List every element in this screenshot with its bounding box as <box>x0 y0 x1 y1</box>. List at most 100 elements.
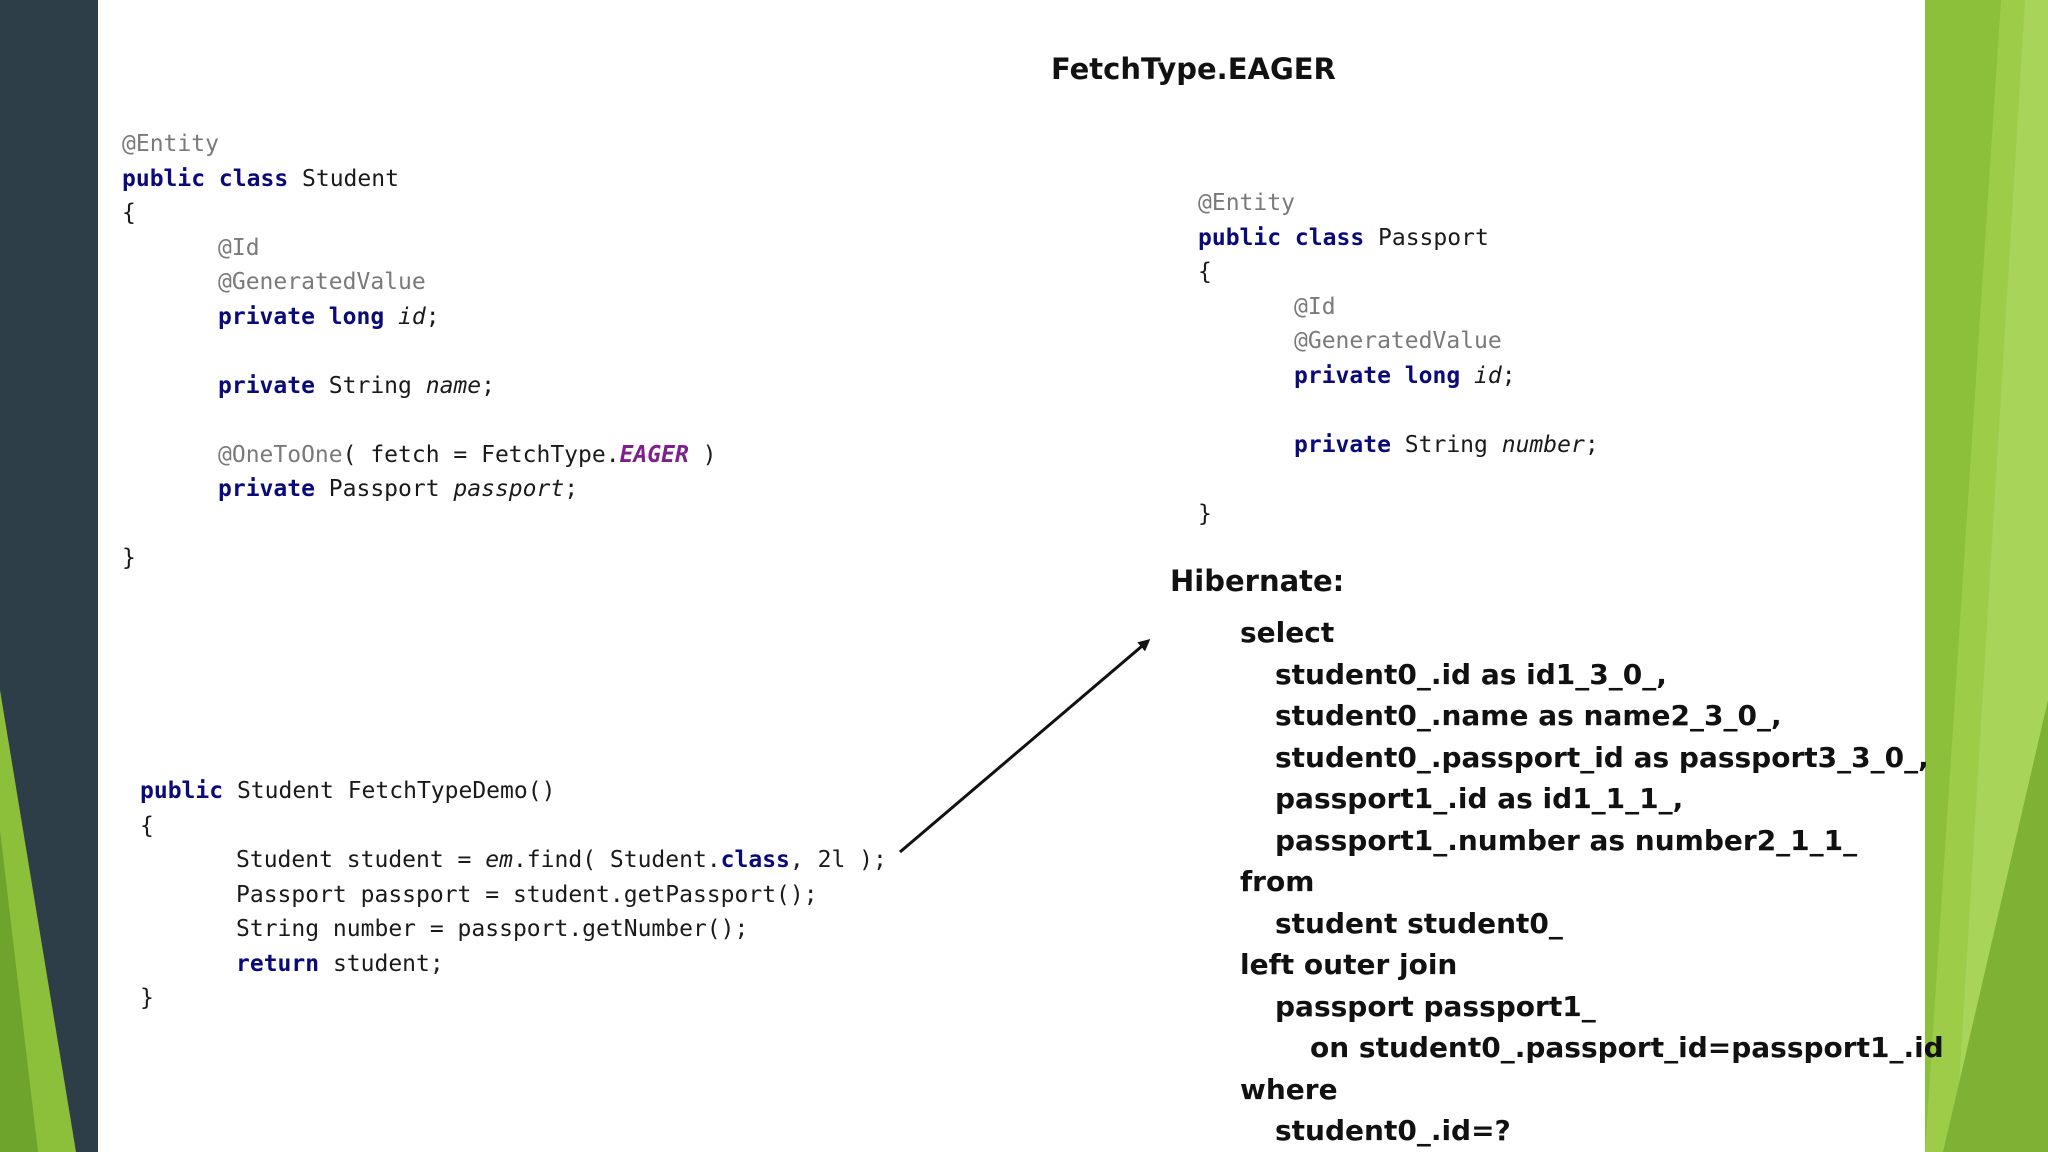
code-token-ann: @Id <box>218 234 260 261</box>
code-token-plain: } <box>122 545 136 571</box>
code-token-plain: { <box>1198 259 1212 285</box>
code-token-var: name <box>425 372 482 399</box>
code-token-kw: private long <box>218 303 399 330</box>
sql-line: passport1_.id as id1_1_1_, <box>1275 782 1684 815</box>
code-line: return student; <box>140 947 887 982</box>
code-token-var: id <box>1474 362 1502 389</box>
code-token-kw: public <box>140 778 237 804</box>
sql-line: student0_.id=? <box>1275 1114 1511 1147</box>
code-token-var: number <box>1501 431 1585 458</box>
code-line: } <box>1198 497 1599 532</box>
code-line: @Id <box>122 231 717 266</box>
code-token-ann: @Entity <box>122 131 219 157</box>
code-token-plain: ; <box>1501 362 1516 389</box>
code-token-plain: { <box>122 200 136 226</box>
code-line: { <box>140 809 887 844</box>
code-line: private String name; <box>122 369 717 404</box>
code-line: { <box>1198 255 1599 290</box>
code-line: @Id <box>1198 290 1599 325</box>
code-line <box>122 403 717 438</box>
code-token-plain: ; <box>425 303 440 330</box>
code-token-plain: { <box>140 812 154 839</box>
code-token-plain: student; <box>332 950 444 977</box>
code-token-plain: Student <box>302 165 399 192</box>
sql-line: passport1_.number as number2_1_1_ <box>1275 823 1858 857</box>
code-line: @Entity <box>1198 186 1599 221</box>
code-token-plain: String <box>328 372 426 399</box>
sql-line: select <box>1240 616 1335 649</box>
code-line: public class Student <box>122 162 717 197</box>
sql-line: passport passport1_ <box>1275 989 1596 1023</box>
passport-class-code: @Entity public class Passport { @Id @Generat… <box>1198 186 1599 531</box>
code-line <box>122 334 717 369</box>
code-token-ann: @Id <box>1294 293 1336 320</box>
code-token-var: em <box>485 847 513 873</box>
code-token-plain: ; <box>481 372 495 399</box>
code-token-plain: , 2l ); <box>789 847 887 873</box>
frame-right-dark-shard <box>1943 700 2048 1152</box>
code-token-plain: .find( Student. <box>512 847 721 873</box>
code-line: Student student = em.find( Student.class… <box>140 843 887 878</box>
code-line: public Student FetchTypeDemo() <box>140 774 887 809</box>
frame-right-decoration <box>1925 0 2048 1152</box>
sql-line: left outer join <box>1240 948 1458 981</box>
code-token-plain: Passport <box>1378 224 1489 251</box>
code-token-ann: @OneToOne <box>218 441 343 468</box>
code-token-kw: private <box>1294 431 1405 458</box>
code-token-ann: @GeneratedValue <box>218 269 426 295</box>
code-token-var: id <box>398 303 426 330</box>
code-token-plain: String <box>1404 431 1502 458</box>
sql-line: student student0_ <box>1275 906 1563 940</box>
sql-line: from <box>1240 865 1315 898</box>
code-line: Passport passport = student.getPassport(… <box>140 878 887 913</box>
code-token-kw: class <box>720 847 790 873</box>
code-line: String number = passport.getNumber(); <box>140 912 887 947</box>
code-token-plain: Student FetchTypeDemo() <box>236 778 556 804</box>
code-line: private Passport passport; <box>122 472 717 507</box>
code-line <box>1198 462 1599 497</box>
code-line: @Entity <box>122 127 717 162</box>
code-line: @GeneratedValue <box>1198 324 1599 359</box>
code-line: @GeneratedValue <box>122 265 717 300</box>
code-line: public class Passport <box>1198 221 1599 256</box>
slide-frame-left <box>0 0 98 1152</box>
code-token-ann: @Entity <box>1198 190 1295 216</box>
code-token-var: passport <box>453 476 565 502</box>
frame-left-decoration <box>0 690 76 1152</box>
sql-line: on student0_.passport_id=passport1_.id <box>1310 1031 1944 1064</box>
code-line: } <box>140 981 887 1016</box>
code-line <box>1198 393 1599 428</box>
fetch-demo-code: public Student FetchTypeDemo() { Student s… <box>140 774 887 1016</box>
code-token-plain: Passport passport = student.getPassport(… <box>236 881 818 908</box>
slide-frame-right <box>1925 0 2048 1152</box>
sql-line: student0_.id as id1_3_0_, <box>1275 657 1667 691</box>
sql-line: student0_.name as name2_3_0_, <box>1275 699 1782 732</box>
code-token-plain: Student student = <box>236 847 486 873</box>
code-token-plain: ; <box>564 476 579 502</box>
code-line <box>122 507 717 542</box>
code-token-kw: private <box>218 372 329 399</box>
slide-title: FetchType.EAGER <box>1051 52 1336 86</box>
code-line: @OneToOne( fetch = FetchType.EAGER ) <box>122 438 717 473</box>
code-line: private String number; <box>1198 428 1599 463</box>
code-token-kw: return <box>236 950 333 977</box>
hibernate-sql-output: select student0_.id as id1_3_0_, student0_… <box>1240 612 1944 1152</box>
code-line: } <box>122 541 717 576</box>
code-token-plain: } <box>140 985 154 1011</box>
code-line: private long id; <box>1198 359 1599 394</box>
code-token-plain: Passport <box>328 476 454 502</box>
code-token-plain: ) <box>688 441 717 468</box>
slide-content <box>98 0 1925 1152</box>
code-line: private long id; <box>122 300 717 335</box>
hibernate-label: Hibernate: <box>1170 564 1345 598</box>
frame-left-dark-shard <box>0 830 38 1152</box>
code-token-const: EAGER <box>619 441 689 468</box>
student-class-code: @Entity public class Student { @Id @Generate… <box>122 127 717 576</box>
code-token-kw: public class <box>1198 224 1379 251</box>
code-token-kw: private <box>218 476 329 502</box>
code-line: { <box>122 196 717 231</box>
code-token-plain: } <box>1198 500 1212 527</box>
sql-line: student0_.passport_id as passport3_3_0_, <box>1275 740 1929 774</box>
sql-line: where <box>1240 1072 1338 1106</box>
code-token-ann: @GeneratedValue <box>1294 328 1502 354</box>
